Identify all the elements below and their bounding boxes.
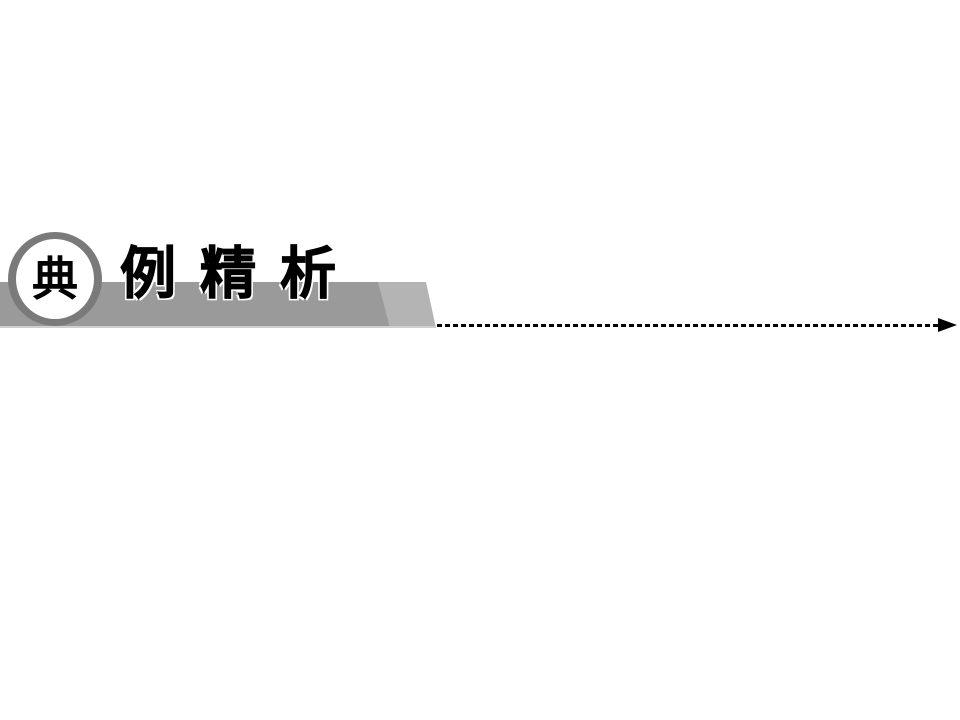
banner-bar-underline bbox=[0, 326, 436, 328]
section-badge: 典 bbox=[8, 232, 102, 326]
title-char-3: 析 bbox=[280, 241, 337, 307]
section-header-banner: 典 例 精 析 bbox=[0, 226, 960, 336]
title-char-2: 精 bbox=[200, 241, 257, 307]
section-badge-inner: 典 bbox=[16, 239, 94, 319]
dashed-line bbox=[437, 324, 942, 327]
badge-character: 典 bbox=[32, 252, 78, 306]
section-title: 例 精 析 bbox=[120, 241, 337, 307]
arrow-right-icon bbox=[938, 318, 957, 332]
title-char-1: 例 bbox=[120, 241, 177, 307]
